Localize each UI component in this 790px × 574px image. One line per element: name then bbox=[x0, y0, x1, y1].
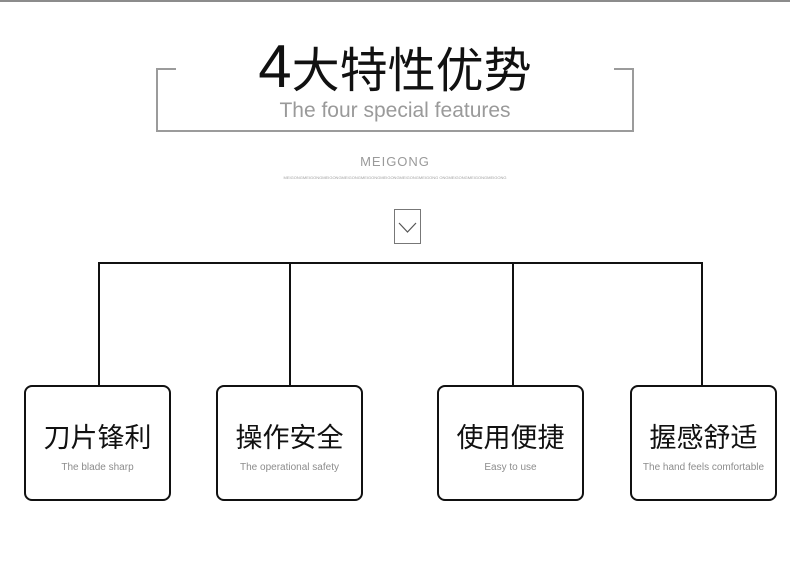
feature-card-blade: 刀片锋利 The blade sharp bbox=[24, 385, 171, 501]
brand-name: MEIGONG bbox=[360, 154, 430, 169]
feature-subtitle: The operational safety bbox=[240, 462, 339, 473]
title-frame-tick-left bbox=[156, 68, 176, 70]
title-frame-tick-right bbox=[614, 68, 634, 70]
feature-card-comfort: 握感舒适 The hand feels comfortable bbox=[630, 385, 777, 501]
feature-title: 操作安全 bbox=[235, 423, 344, 454]
page-title: 4大特性优势 bbox=[176, 37, 614, 99]
title-text: 大特性优势 bbox=[291, 43, 532, 99]
feature-title: 使用便捷 bbox=[456, 423, 565, 454]
chevron-down-icon bbox=[398, 222, 417, 233]
arrow-box bbox=[394, 209, 421, 244]
feature-subtitle: The hand feels comfortable bbox=[642, 462, 765, 473]
title-number: 4 bbox=[258, 33, 292, 100]
feature-card-safety: 操作安全 The operational safety bbox=[216, 385, 363, 501]
page-subtitle: The four special features bbox=[279, 99, 511, 122]
feature-card-ease: 使用便捷 Easy to use bbox=[437, 385, 584, 501]
title-frame bbox=[156, 68, 634, 132]
brand-small-text: MEIGONGMEIGONGMEIGONGMEIGONGMEIGONGMEIGO… bbox=[283, 175, 507, 180]
top-divider bbox=[0, 0, 790, 2]
feature-subtitle: Easy to use bbox=[484, 462, 537, 473]
feature-title: 刀片锋利 bbox=[43, 423, 152, 454]
feature-subtitle: The blade sharp bbox=[61, 462, 134, 473]
feature-title: 握感舒适 bbox=[649, 423, 758, 454]
